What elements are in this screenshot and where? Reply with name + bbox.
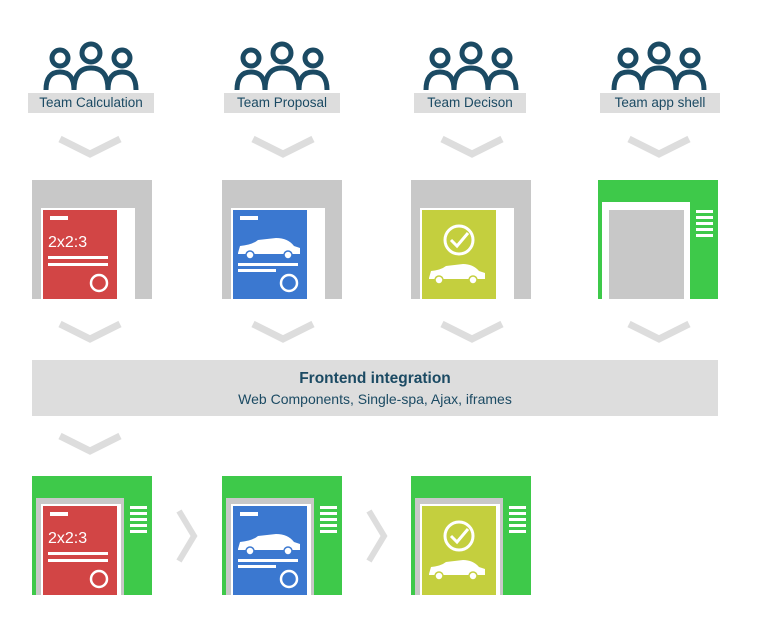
team-calculation-label: Team Calculation — [28, 93, 154, 113]
chevron-down-icon — [58, 320, 122, 343]
proposal-fragment-tile — [222, 180, 342, 299]
chevron-right-icon — [366, 509, 388, 563]
chevron-down-icon — [58, 432, 122, 455]
composed-decision-tile — [411, 476, 531, 595]
team-proposal-people-icon — [234, 41, 330, 91]
chevron-down-icon — [58, 135, 122, 158]
composed-calculation-formula: 2x2:3 — [48, 530, 87, 547]
team-proposal-label: Team Proposal — [224, 93, 340, 113]
composed-calculation-tile: 2x2:3 — [32, 476, 152, 595]
integration-title: Frontend integration — [299, 370, 451, 387]
check-circle-icon — [443, 224, 475, 256]
chevron-down-icon — [251, 320, 315, 343]
car-icon — [238, 534, 300, 556]
calculation-formula: 2x2:3 — [48, 234, 87, 251]
composed-proposal-tile — [222, 476, 342, 595]
app-shell-tile — [598, 180, 718, 299]
team-calculation-people-icon — [43, 41, 139, 91]
team-app-shell-people-icon — [611, 41, 707, 91]
team-app-shell-label: Team app shell — [600, 93, 720, 113]
decision-fragment-tile — [411, 180, 531, 299]
team-decision-people-icon — [423, 41, 519, 91]
chevron-down-icon — [440, 135, 504, 158]
team-decision-label: Team Decison — [414, 93, 526, 113]
check-circle-icon — [443, 520, 475, 552]
car-icon — [238, 238, 300, 260]
car-icon — [429, 560, 485, 581]
car-icon — [429, 264, 485, 285]
chevron-right-icon — [176, 509, 198, 563]
chevron-down-icon — [627, 320, 691, 343]
chevron-down-icon — [440, 320, 504, 343]
calculation-fragment-tile: 2x2:3 — [32, 180, 152, 299]
frontend-integration-band: Frontend integration Web Components, Sin… — [32, 360, 718, 416]
chevron-down-icon — [627, 135, 691, 158]
chevron-down-icon — [251, 135, 315, 158]
integration-subtitle: Web Components, Single-spa, Ajax, iframe… — [238, 391, 512, 407]
